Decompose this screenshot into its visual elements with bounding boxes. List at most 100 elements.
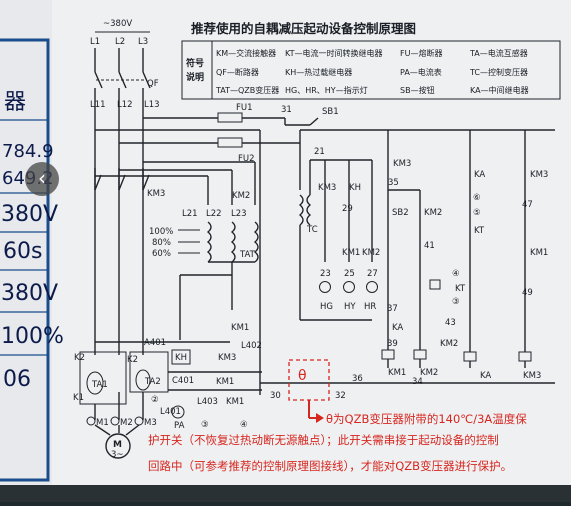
contact-label: KM3 bbox=[530, 170, 548, 180]
wire-number: 30 bbox=[270, 391, 281, 401]
wire-label: L13 bbox=[144, 100, 160, 110]
arrow-right-icon bbox=[316, 413, 324, 423]
wire-number: 29 bbox=[342, 204, 353, 214]
motor-section: TA1 TA2 K2 K1 K2 KH A401 KM3 L402 C401 K… bbox=[73, 338, 262, 460]
km3-contacts: KM3 bbox=[94, 168, 165, 199]
contact-label: KM2 bbox=[424, 208, 442, 218]
terminal-label: M2 bbox=[120, 418, 133, 428]
side-value: 380V bbox=[1, 202, 58, 227]
motor-symbol bbox=[105, 433, 131, 459]
terminal-number: ⑥ bbox=[473, 193, 481, 203]
note-line: θ为QZB变压器附带的140℃/3A温度保 bbox=[326, 412, 527, 426]
button-label: SB2 bbox=[392, 208, 409, 218]
autotransformer-section: KM2 L21 L22 L23 100% 80% 60% TAT KM1 bbox=[95, 161, 259, 340]
diagram-title: 推荐使用的自耦减压起动设备控制原理图 bbox=[191, 21, 416, 36]
tap-label: 60% bbox=[152, 249, 171, 259]
wire-number: 25 bbox=[344, 269, 355, 279]
contact-label: KM1 bbox=[226, 397, 244, 407]
button-label: SB1 bbox=[322, 107, 339, 117]
legend-entry: SB—按钮 bbox=[400, 85, 435, 95]
contact-label: KM1 bbox=[216, 377, 234, 387]
wire-number: 23 bbox=[320, 269, 331, 279]
terminal-number: ③ bbox=[452, 297, 460, 307]
wire-label: A401 bbox=[144, 338, 166, 348]
contact-label: KM2 bbox=[440, 339, 458, 349]
wire-number: 35 bbox=[388, 178, 399, 188]
contact-label: KH bbox=[349, 183, 361, 193]
legend-entry: TA—电流互感器 bbox=[469, 48, 528, 58]
control-circuit: 31 SB1 TC 21 KM3 KH 29 KM1 KM2 23 25 27 … bbox=[260, 105, 555, 423]
lamp-red-icon bbox=[366, 281, 378, 293]
wire-label: L23 bbox=[231, 209, 247, 219]
side-value: 380V bbox=[1, 281, 58, 306]
side-value: 06 bbox=[3, 367, 31, 392]
note-line: 护开关（不恢复过热动断无源触点）；此开关需串接于起动设备的控制 bbox=[148, 433, 499, 447]
lamp-green-icon bbox=[319, 281, 331, 293]
tap-label: 80% bbox=[152, 238, 171, 248]
legend-entry: KT—电流一时间转换继电器 bbox=[285, 48, 383, 58]
wire-label: L22 bbox=[206, 209, 222, 219]
terminal-number: ③ bbox=[201, 420, 209, 430]
side-value: 60s bbox=[3, 239, 42, 264]
wire-number: 27 bbox=[367, 269, 378, 279]
legend-entry: QF—断路器 bbox=[216, 67, 259, 77]
relay-label: KH bbox=[175, 353, 187, 363]
relay-label: KT bbox=[455, 284, 466, 294]
terminal-number: ④ bbox=[240, 420, 248, 430]
phase-label: L2 bbox=[115, 37, 125, 47]
wire-number: 41 bbox=[424, 241, 435, 251]
legend-entry: KH—热过载继电器 bbox=[285, 67, 352, 77]
breaker-label: QF bbox=[147, 79, 159, 89]
legend-heading: 说明 bbox=[186, 71, 204, 83]
coil-label: KM1 bbox=[388, 368, 406, 378]
ct-label: K2 bbox=[127, 355, 138, 365]
terminal-number: ④ bbox=[452, 269, 460, 279]
wire-number: 37 bbox=[387, 304, 398, 314]
phase-label: L3 bbox=[138, 37, 148, 47]
supply-label: ~380V bbox=[103, 19, 132, 29]
terminal-number: ② bbox=[151, 395, 159, 405]
coil-label: KA bbox=[480, 371, 491, 381]
contact-label: KA bbox=[474, 170, 485, 180]
fuse-branch: FU1 FU2 bbox=[95, 103, 300, 395]
wire-number: 49 bbox=[522, 288, 533, 298]
legend-entry: KA—中间继电器 bbox=[470, 85, 529, 95]
ct-label: TA1 bbox=[91, 380, 108, 390]
legend-entry: PA—电流表 bbox=[400, 67, 442, 77]
contact-label: KM3 bbox=[318, 183, 336, 193]
wire-number: 43 bbox=[445, 318, 456, 328]
tap-label: 100% bbox=[149, 227, 173, 237]
wire-label: L403 bbox=[197, 397, 218, 407]
ct-label: TA2 bbox=[144, 377, 161, 387]
thermal-switch-symbol: θ bbox=[298, 368, 307, 384]
side-value: 器 bbox=[4, 90, 26, 115]
legend-entry: HG、HR、HY—指示灯 bbox=[285, 85, 368, 95]
wire-label: L402 bbox=[241, 341, 262, 351]
chevron-left-icon: ‹ bbox=[38, 166, 46, 190]
side-value: 100% bbox=[1, 324, 64, 349]
phase-lines: L1 L2 L3 QF L11 L12 L13 bbox=[90, 37, 160, 355]
wire-label: L401 bbox=[160, 407, 181, 417]
motor-label: M bbox=[113, 440, 122, 450]
wire-number: 34 bbox=[412, 377, 423, 387]
back-button[interactable]: ‹ bbox=[25, 162, 59, 196]
terminal-label: M3 bbox=[144, 418, 157, 428]
contact-label: KA bbox=[392, 323, 403, 333]
bottom-strip bbox=[0, 485, 571, 502]
contact-label: KM1 bbox=[231, 323, 249, 333]
side-panel bbox=[0, 0, 52, 502]
note-line: 回路中（可参考推荐的控制原理图接线），才能对QZB变压器进行保护。 bbox=[148, 459, 512, 473]
ct-label: K1 bbox=[73, 393, 84, 403]
ct-label: K2 bbox=[74, 353, 85, 363]
legend-entry: TAT—QZB变压器 bbox=[215, 85, 279, 95]
lamp-label: HG bbox=[320, 302, 333, 312]
contact-label: KM3 bbox=[147, 189, 165, 199]
contact-label: KM1 bbox=[530, 248, 548, 258]
terminal-label: M1 bbox=[96, 418, 109, 428]
lamp-label: HR bbox=[364, 302, 376, 312]
coil-label: KM2 bbox=[420, 368, 438, 378]
terminal-number: ⑤ bbox=[473, 208, 481, 218]
wire-number: 36 bbox=[352, 374, 363, 384]
